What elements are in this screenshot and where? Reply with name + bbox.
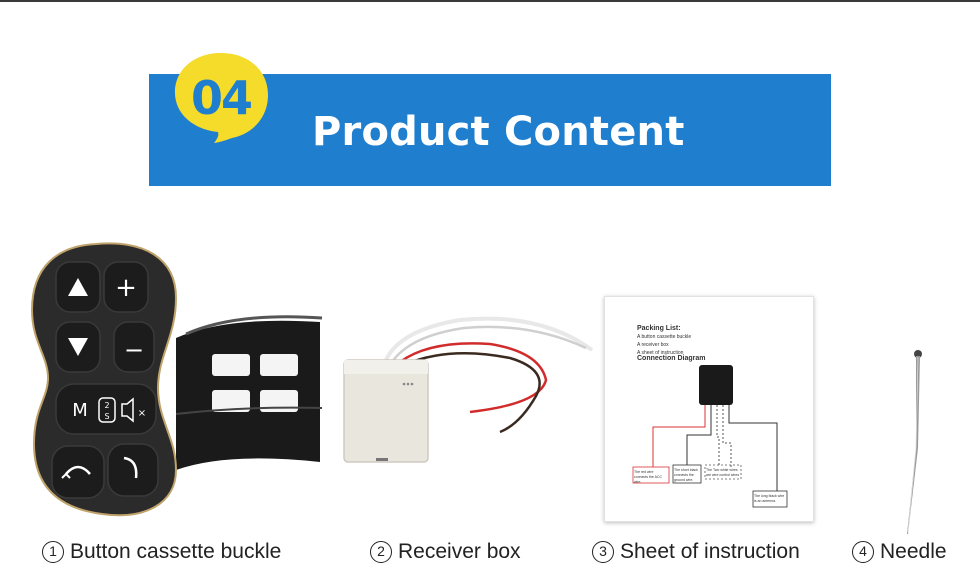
section-title: Product Content	[312, 109, 685, 155]
svg-text:S: S	[104, 412, 109, 421]
sheet-note: The short black connects the ground wire…	[674, 468, 698, 482]
item-label: Sheet of instruction	[620, 540, 800, 563]
section-number: 04	[190, 71, 253, 125]
sheet-line: A sheet of instruction	[637, 350, 684, 356]
item-number: 3	[592, 541, 614, 563]
caption-button-cassette-buckle: 1 Button cassette buckle	[42, 538, 281, 566]
receiver-box-icon	[343, 316, 594, 463]
sheet-line: A receiver box	[637, 342, 669, 348]
section-number-badge	[174, 53, 268, 143]
connection-diagram	[632, 365, 788, 508]
svg-text:×: ×	[138, 408, 146, 419]
clamp-bracket	[175, 315, 323, 470]
sheet-diagram-title: Connection Diagram	[637, 355, 706, 362]
item-number: 1	[42, 541, 64, 563]
svg-text:+: +	[115, 273, 137, 303]
svg-text:2: 2	[104, 401, 109, 410]
sheet-note: The red wire connects the ACC wire.	[634, 470, 663, 484]
item-label: Needle	[880, 540, 947, 563]
sheet-line: A button cassette buckle	[637, 334, 692, 340]
caption-receiver-box: 2 Receiver box	[370, 538, 521, 566]
sheet-heading: Packing List:	[637, 325, 681, 332]
caption-needle: 4 Needle	[852, 538, 947, 566]
item-number: 4	[852, 541, 874, 563]
top-divider	[0, 0, 980, 2]
caption-sheet-of-instruction: 3 Sheet of instruction	[592, 538, 800, 566]
item-label: Receiver box	[398, 540, 521, 563]
instruction-sheet-icon: Packing List: A button cassette buckle A…	[604, 296, 814, 522]
receiver-wires	[384, 316, 594, 434]
receiver-housing	[343, 359, 429, 463]
sheet-note: The long black wire is an antenna.	[754, 494, 785, 503]
needle-icon	[907, 350, 922, 534]
item-label: Button cassette buckle	[70, 540, 282, 563]
steering-wheel-remote-icon: + − M 2 S ×	[30, 242, 323, 517]
item-number: 2	[370, 541, 392, 563]
svg-text:−: −	[124, 336, 144, 364]
svg-text:M: M	[72, 400, 88, 421]
sheet-note: The Two white wires are wire control wir…	[706, 468, 740, 477]
